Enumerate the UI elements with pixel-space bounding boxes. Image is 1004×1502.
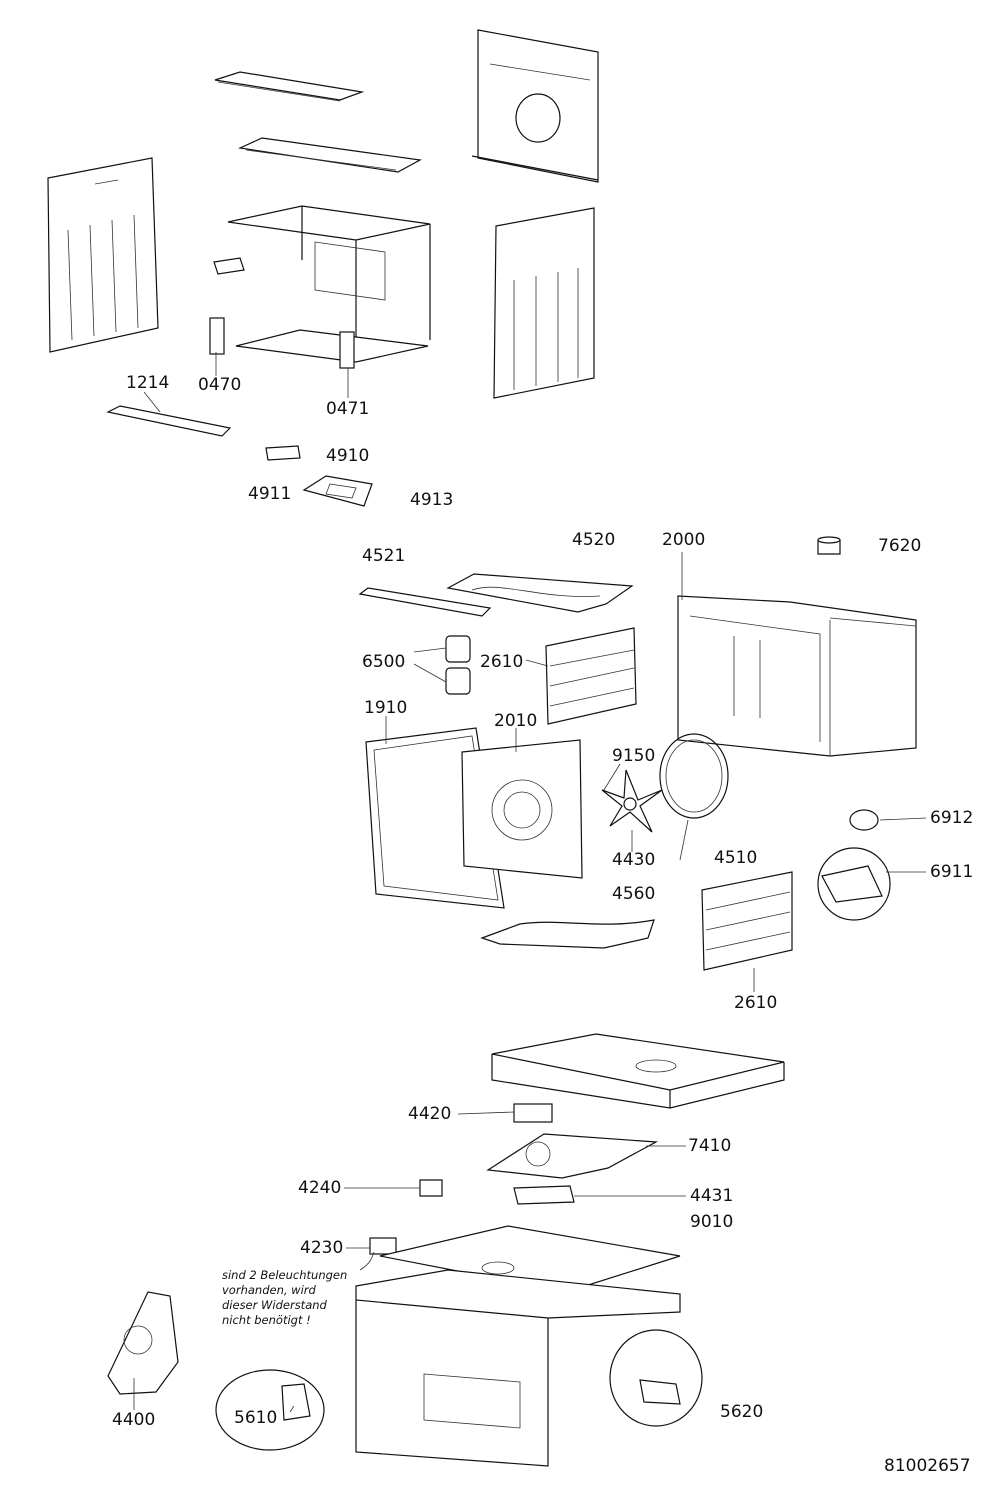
control-box-5620 <box>355 1269 681 1467</box>
leader-lines <box>133 352 927 1413</box>
lamp-housing-4400 <box>107 1291 179 1395</box>
part-label-1910: 1910 <box>364 698 408 718</box>
part-label-7620: 7620 <box>878 536 922 556</box>
part-label-2610-lower: 2610 <box>734 993 778 1013</box>
drawing-number: 81002657 <box>884 1456 971 1476</box>
part-label-5620: 5620 <box>720 1402 764 1422</box>
fan-motor-7410 <box>486 1133 659 1179</box>
part-label-4521: 4521 <box>362 546 406 566</box>
part-label-4911: 4911 <box>248 484 292 504</box>
front-rail-1214 <box>106 405 232 437</box>
lamp-6912 <box>849 809 879 831</box>
heater-4560 <box>480 919 655 949</box>
part-label-0470: 0470 <box>198 375 242 395</box>
knob-7620 <box>817 536 841 555</box>
resistor-note: sind 2 Beleuchtungen vorhanden, wird die… <box>222 1268 348 1327</box>
top-cover-plate <box>237 137 422 173</box>
part-label-7410: 7410 <box>688 1136 732 1156</box>
left-side-panel <box>47 157 159 353</box>
part-label-4400: 4400 <box>112 1410 156 1430</box>
part-label-2000: 2000 <box>662 530 706 550</box>
holder-4240 <box>419 1179 443 1197</box>
lamp-covers-6500 <box>445 635 471 695</box>
part-label-4431: 4431 <box>690 1186 734 1206</box>
part-label-6911: 6911 <box>930 862 974 882</box>
part-label-4430: 4430 <box>612 850 656 870</box>
fan-9150 <box>601 769 663 833</box>
right-side-panel <box>493 207 595 399</box>
part-label-4560: 4560 <box>612 884 656 904</box>
part-label-4913: 4913 <box>410 490 454 510</box>
part-label-4230: 4230 <box>300 1238 344 1258</box>
bracket-0470 <box>209 317 225 355</box>
side-rack-upper-2610 <box>545 627 637 725</box>
cavity-2000 <box>677 595 917 757</box>
ring-heater-4510 <box>659 733 729 819</box>
part-label-0471: 0471 <box>326 399 370 419</box>
back-wall-2010 <box>461 739 583 879</box>
vent-4911 <box>302 475 373 507</box>
part-label-4420: 4420 <box>408 1104 452 1124</box>
part-label-4510: 4510 <box>714 848 758 868</box>
oven-frame <box>213 205 431 363</box>
switch-4420 <box>513 1103 553 1123</box>
part-label-6912: 6912 <box>930 808 974 828</box>
rail-4521 <box>358 587 492 617</box>
resistor-4230 <box>369 1237 397 1255</box>
bottom-tray <box>491 1033 785 1109</box>
part-label-2610-upper: 2610 <box>480 652 524 672</box>
zoom-circle-5610 <box>215 1369 325 1451</box>
clip-4910 <box>265 445 301 461</box>
part-label-4240: 4240 <box>298 1178 342 1198</box>
part-label-2010: 2010 <box>494 711 538 731</box>
part-label-9010: 9010 <box>690 1212 734 1232</box>
part-label-1214: 1214 <box>126 373 170 393</box>
part-label-9150: 9150 <box>612 746 656 766</box>
part-label-4520: 4520 <box>572 530 616 550</box>
part-label-6500: 6500 <box>362 652 406 672</box>
bracket-0471 <box>339 331 355 369</box>
side-rack-lower-2610 <box>701 871 793 971</box>
heater-4520 <box>446 573 634 613</box>
part-label-4910: 4910 <box>326 446 370 466</box>
rear-panel <box>471 29 599 183</box>
door-seal-1910 <box>365 727 505 909</box>
zoom-circle-right <box>609 1329 703 1427</box>
zoom-circle-6911 <box>817 847 891 921</box>
clamp-4431 <box>513 1185 575 1205</box>
top-rail-part <box>214 71 365 102</box>
part-label-5610: 5610 <box>234 1408 278 1428</box>
